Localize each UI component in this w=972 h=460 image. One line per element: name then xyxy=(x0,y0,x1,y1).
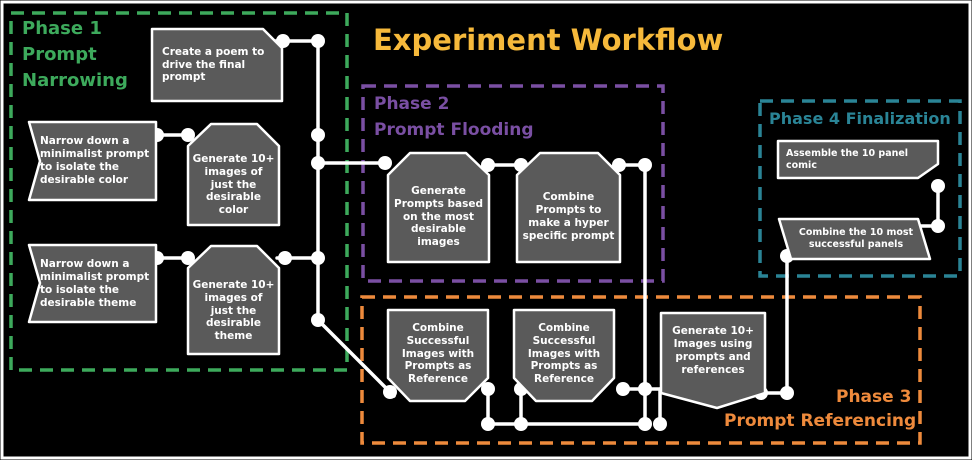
phase4-box xyxy=(758,99,962,278)
node-create-poem: Create a poem to drive the final prompt xyxy=(162,45,265,84)
node-combine-images-1-shape xyxy=(386,308,490,403)
phase2-label-line1: Phase 2 xyxy=(374,94,450,114)
node-generate-refs: Generate 10+ Images using prompts and re… xyxy=(672,325,754,376)
node-combine-panels: Combine the 10 most successful panels xyxy=(798,227,914,250)
node-generate-prompts: Generate Prompts based on the most desir… xyxy=(394,185,483,249)
phase4-label: Phase 4 Finalization xyxy=(769,109,951,128)
node-assemble-comic-shape xyxy=(776,139,940,180)
node-generate-theme: Generate 10+ images of just the desirabl… xyxy=(192,279,275,343)
node-create-poem-shape xyxy=(150,27,284,103)
phase1-label-line3: Narrowing xyxy=(22,70,128,91)
node-combine-prompts-shape xyxy=(515,151,622,264)
node-narrow-color-shape xyxy=(27,120,158,202)
phase2-label-line2: Prompt Flooding xyxy=(374,120,534,140)
phase1-label-line2: Prompt xyxy=(22,44,97,65)
node-generate-color: Generate 10+ images of just the desirabl… xyxy=(192,153,275,217)
phase1-label-line1: Phase 1 xyxy=(22,18,102,39)
node-combine-images-2: Combine Successful Images with Prompts a… xyxy=(527,322,601,386)
node-generate-theme-shape xyxy=(186,244,281,356)
phase3-box xyxy=(360,295,922,445)
phase3-label-line2: Prompt Referencing xyxy=(724,411,917,431)
node-generate-prompts-shape xyxy=(386,151,491,264)
node-combine-prompts: Combine Prompts to make a hyper specific… xyxy=(522,191,615,242)
phase2-box xyxy=(361,84,665,283)
node-generate-color-shape xyxy=(186,122,281,227)
node-narrow-theme: Narrow down a minimalist prompt to isola… xyxy=(40,258,150,309)
node-narrow-color: Narrow down a minimalist prompt to isola… xyxy=(40,135,150,186)
node-narrow-theme-shape xyxy=(27,243,158,324)
node-combine-panels-shape xyxy=(777,217,932,261)
phase3-label-line1: Phase 3 xyxy=(836,387,912,407)
diagram-title: Experiment Workflow xyxy=(373,23,724,57)
node-combine-images-1: Combine Successful Images with Prompts a… xyxy=(401,322,475,386)
phase1-box xyxy=(9,11,349,372)
node-combine-images-2-shape xyxy=(512,308,616,403)
node-assemble-comic: Assemble the 10 panel comic xyxy=(786,148,909,171)
node-generate-refs-shape xyxy=(659,311,767,410)
